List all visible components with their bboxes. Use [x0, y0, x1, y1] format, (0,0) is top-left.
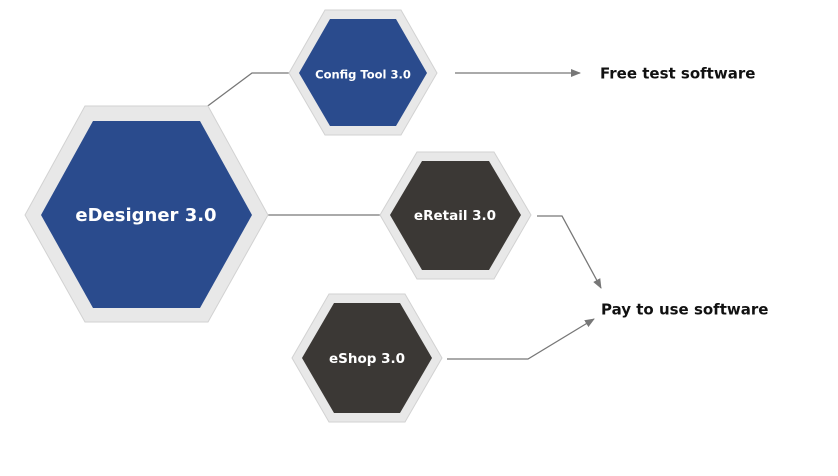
- eretail-label: eRetail 3.0: [414, 208, 496, 224]
- config-tool-hex: [299, 19, 427, 126]
- edesigner-node: eDesigner 3.0: [24, 105, 269, 323]
- edesigner-label: eDesigner 3.0: [75, 205, 216, 226]
- eshop-hex: [302, 303, 432, 413]
- config-tool-node: Config Tool 3.0: [288, 9, 438, 136]
- eshop-node: eShop 3.0: [291, 293, 443, 423]
- arrow-eshop-to-paid: [447, 318, 595, 360]
- connector-edesigner-to-config-tool: [204, 72, 296, 109]
- eretail-node: eRetail 3.0: [379, 151, 532, 280]
- arrow-eretail-to-paid: [537, 215, 602, 289]
- paid-software-label: Pay to use software: [601, 301, 768, 319]
- eshop-label: eShop 3.0: [329, 351, 405, 367]
- edesigner-hex: [41, 121, 252, 308]
- free-software-label: Free test software: [600, 65, 755, 83]
- config-tool-label: Config Tool 3.0: [315, 68, 411, 82]
- eretail-hex: [390, 161, 521, 270]
